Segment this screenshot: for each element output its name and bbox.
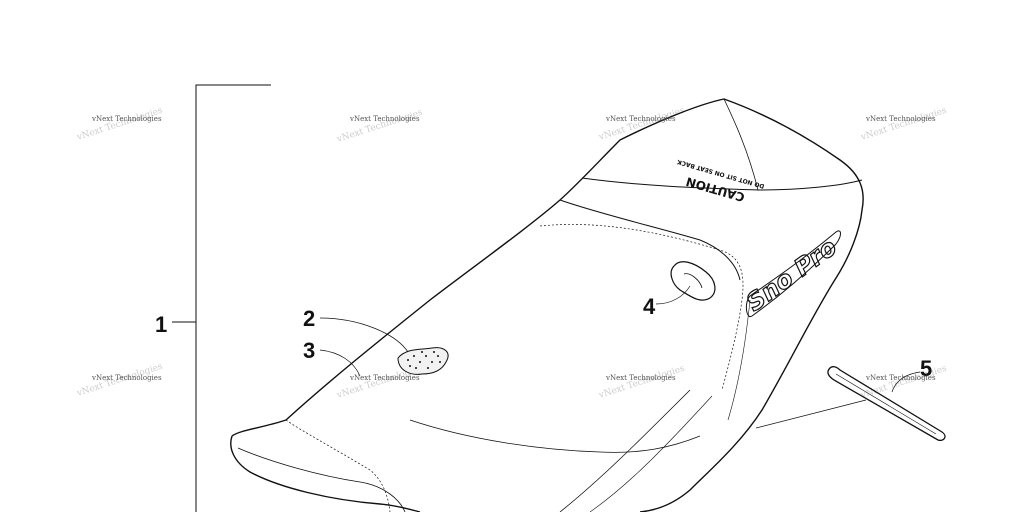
bracket-line: [195, 84, 271, 512]
seat-front-seam: [285, 419, 391, 512]
callout-4: 4: [643, 294, 656, 319]
watermark: vNext Technologies: [865, 115, 936, 123]
patch-texture: [407, 351, 441, 369]
watermark-back: vNext Technologies: [597, 364, 686, 402]
caution-decal: CAUTION DO NOT SIT ON SEAT BACK: [676, 158, 765, 205]
part-5-rod: [827, 366, 946, 442]
callout-4-leader: [655, 285, 691, 305]
strap-body: [670, 261, 716, 301]
part-4-strap: [670, 261, 716, 301]
callout-numbers: 1 2 3 4 5: [155, 294, 932, 381]
callout-3: 3: [303, 338, 315, 363]
patch-outline: [397, 347, 449, 375]
watermark-layer: vNext Technologies vNext Technologies vN…: [91, 115, 936, 382]
rod-center: [835, 373, 937, 435]
part-2-3-patch: [397, 347, 449, 375]
part-5-to-seat-line: [755, 399, 867, 429]
logo-decal: Sno Pro: [740, 230, 843, 318]
watermark: vNext Technologies: [605, 115, 676, 123]
watermark: vNext Technologies: [605, 374, 676, 382]
seat-side-crease: [559, 389, 691, 512]
seat-side-line: [409, 419, 701, 453]
seat-outer-outline: [231, 98, 864, 512]
callout-2: 2: [303, 306, 315, 331]
seat-nose-inner: [237, 447, 406, 512]
callout-5-leader: [891, 371, 921, 393]
strap-detail: [683, 273, 703, 289]
seat-rear-crease: [727, 299, 751, 421]
watermark-back: vNext Technologies: [335, 108, 424, 146]
assembly-bracket: [172, 84, 271, 512]
callout-3-leader: [319, 349, 361, 377]
watermark: vNext Technologies: [865, 374, 936, 382]
backrest-front-face: [559, 199, 741, 281]
seat-top-seam: [539, 224, 744, 391]
callout-1: 1: [155, 312, 167, 337]
seat-nose-outline: [230, 435, 421, 512]
backrest-ridge: [723, 98, 759, 191]
watermark-back: vNext Technologies: [597, 106, 686, 144]
watermark: vNext Technologies: [91, 115, 162, 123]
logo-badge-outline: [745, 230, 841, 318]
backrest-top-edge: [581, 177, 863, 191]
watermark-back: vNext Technologies: [859, 106, 948, 144]
logo-text: Sno Pro: [741, 233, 842, 317]
callout-5: 5: [920, 356, 932, 381]
watermark: vNext Technologies: [91, 374, 162, 382]
callout-2-leader: [319, 317, 409, 353]
rod-outline: [827, 366, 946, 442]
watermark: vNext Technologies: [349, 115, 420, 123]
watermark: vNext Technologies: [349, 374, 420, 382]
leader-lines: [319, 285, 921, 429]
seat-side-crease-2: [589, 395, 713, 512]
watermark-back: vNext Technologies: [75, 106, 164, 144]
seat-assembly: [230, 98, 864, 512]
